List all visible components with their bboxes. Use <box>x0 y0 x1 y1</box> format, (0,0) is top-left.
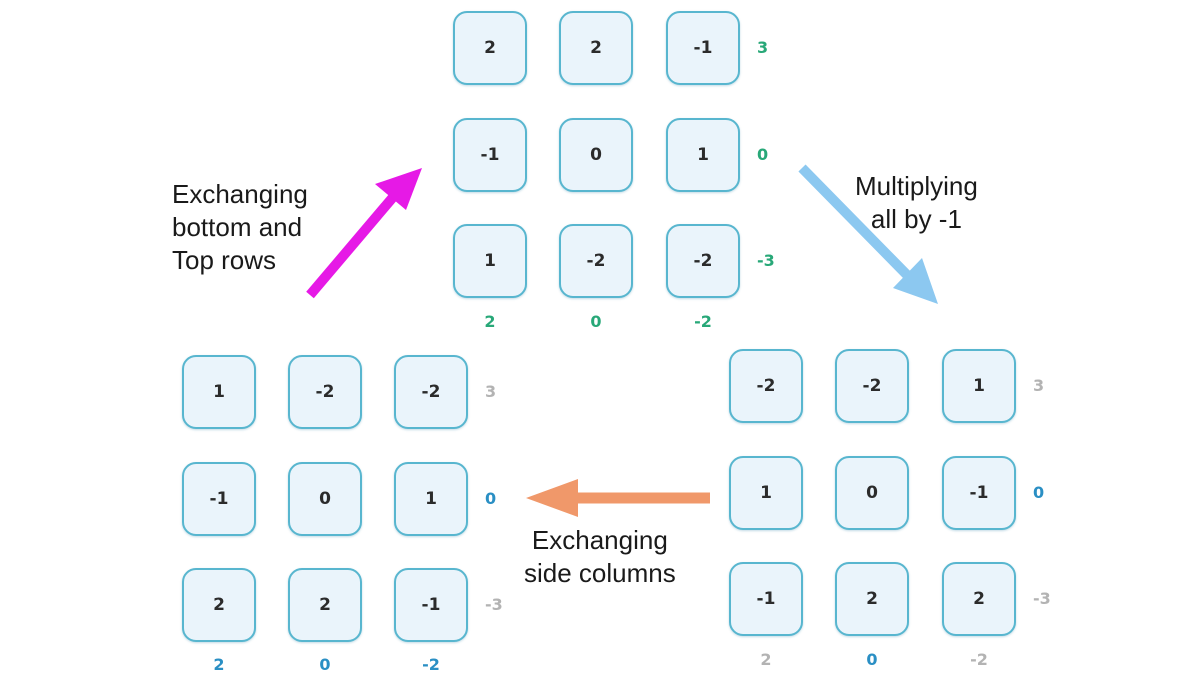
grid-top-cell: 2 <box>453 11 527 85</box>
grid-top-cell: -2 <box>666 224 740 298</box>
grid-right-col-sum: 2 <box>760 650 772 669</box>
lightblue-arrow-shaft <box>798 164 916 284</box>
grid-left-cell: 1 <box>394 462 468 536</box>
caption-line: all by -1 <box>870 204 962 234</box>
grid-left-row-sum: 0 <box>485 489 497 508</box>
grid-left-cell: -1 <box>394 568 468 642</box>
grid-top-cell: 1 <box>453 224 527 298</box>
grid-right-cell: -2 <box>729 349 803 423</box>
grid-right-cell: 2 <box>835 562 909 636</box>
grid-right-row-sum: 3 <box>1033 376 1045 395</box>
grid-top-col-sum: -2 <box>694 312 712 331</box>
grid-top-cell: 0 <box>559 118 633 192</box>
grid-right-cell: 1 <box>729 456 803 530</box>
caption-exchange-columns: Exchanging side columns <box>524 524 676 590</box>
grid-top-cell: -1 <box>666 11 740 85</box>
grid-left-row-sum: 3 <box>485 382 497 401</box>
grid-left-cell: 2 <box>288 568 362 642</box>
grid-top-col-sum: 2 <box>484 312 496 331</box>
grid-right-col-sum: -2 <box>970 650 988 669</box>
grid-top-col-sum: 0 <box>590 312 602 331</box>
caption-line: Exchanging <box>172 179 308 209</box>
grid-top-row-sum: -3 <box>757 251 775 270</box>
grid-left-col-sum: -2 <box>422 655 440 674</box>
caption-multiply: Multiplying all by -1 <box>855 170 978 236</box>
grid-left-row-sum: -3 <box>485 595 503 614</box>
grid-right-row-sum: 0 <box>1033 483 1045 502</box>
grid-left-cell: 1 <box>182 355 256 429</box>
grid-left-cell: 2 <box>182 568 256 642</box>
grid-right-cell: 2 <box>942 562 1016 636</box>
grid-right-cell: 1 <box>942 349 1016 423</box>
grid-left-col-sum: 2 <box>213 655 225 674</box>
grid-left-cell: -2 <box>394 355 468 429</box>
caption-line: bottom and <box>172 212 303 242</box>
grid-left-cell: -2 <box>288 355 362 429</box>
grid-top-cell: -1 <box>453 118 527 192</box>
magenta-arrow-shaft <box>306 192 398 299</box>
grid-top-cell: 1 <box>666 118 740 192</box>
grid-top-row-sum: 0 <box>757 145 769 164</box>
grid-top-cell: -2 <box>559 224 633 298</box>
grid-top-cell: 2 <box>559 11 633 85</box>
grid-left-col-sum: 0 <box>319 655 331 674</box>
lightblue-arrow-head <box>893 258 938 304</box>
grid-right-cell: -1 <box>729 562 803 636</box>
grid-right-cell: -2 <box>835 349 909 423</box>
grid-right-row-sum: -3 <box>1033 589 1051 608</box>
grid-left-cell: 0 <box>288 462 362 536</box>
orange-arrow-head <box>526 479 578 517</box>
magenta-arrow-head <box>375 168 422 210</box>
caption-line: side columns <box>524 558 676 588</box>
grid-right-cell: -1 <box>942 456 1016 530</box>
grid-left-cell: -1 <box>182 462 256 536</box>
caption-line: Top rows <box>172 245 277 275</box>
caption-exchange-rows: Exchanging bottom and Top rows <box>172 178 308 277</box>
caption-line: Exchanging <box>531 525 668 555</box>
grid-top-row-sum: 3 <box>757 38 769 57</box>
grid-right-col-sum: 0 <box>866 650 878 669</box>
caption-line: Multiplying <box>855 171 978 201</box>
grid-right-cell: 0 <box>835 456 909 530</box>
